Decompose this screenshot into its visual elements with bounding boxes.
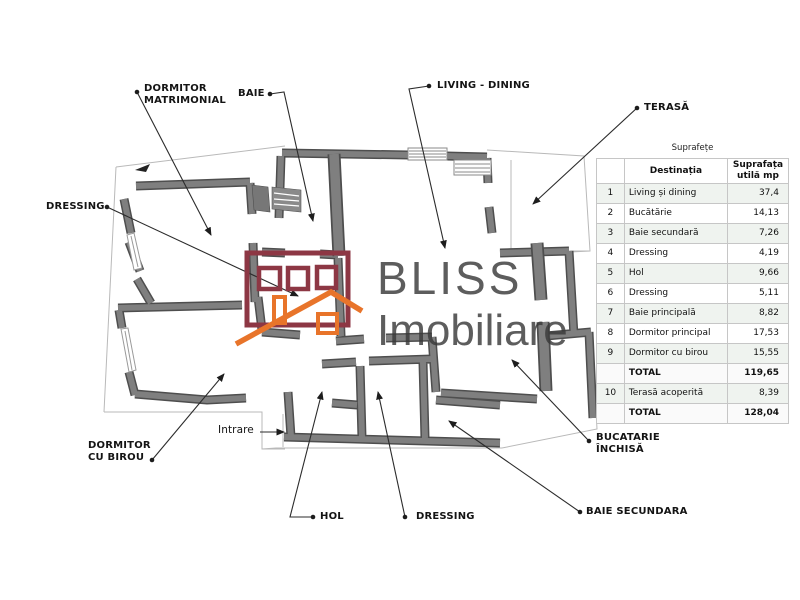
label-dormitor-cu-birou: DORMITOR CU BIROU bbox=[88, 440, 151, 463]
leader-dots bbox=[104, 83, 640, 520]
north-mark-icon bbox=[135, 164, 150, 172]
header-destination: Destinația bbox=[623, 158, 729, 184]
label-dressing-bottom: DRESSING bbox=[416, 511, 475, 522]
label-hol: HOL bbox=[320, 511, 344, 522]
areas-table-header: Destinația Suprafața utilă mp bbox=[596, 158, 789, 184]
label-dressing-left: DRESSING bbox=[46, 201, 105, 212]
label-dormitor-matrimonial: DORMITOR MATRIMONIAL bbox=[144, 83, 227, 106]
watermark: BLISS Imobiliare bbox=[234, 250, 568, 355]
label-baie-secundara: BAIE SECUNDARA bbox=[586, 506, 688, 517]
brand-name-top: BLISS bbox=[377, 252, 522, 304]
areas-table-title: Suprafețe bbox=[671, 143, 714, 153]
label-baie: BAIE bbox=[238, 88, 265, 99]
label-living-dining: LIVING - DINING bbox=[437, 80, 530, 91]
header-area: Suprafața utilă mp bbox=[727, 158, 789, 184]
label-intrare: Intrare bbox=[218, 424, 254, 436]
brand-name-bottom: Imobiliare bbox=[377, 306, 568, 355]
leader-lines bbox=[104, 83, 640, 520]
label-bucatarie-inchisa: BUCATARIE ÎNCHISĂ bbox=[596, 432, 660, 455]
windows-fixtures bbox=[120, 147, 492, 373]
bliss-logo-icon bbox=[234, 250, 364, 347]
areas-panel: Suprafețe Destinația Suprafața utilă mp … bbox=[596, 143, 789, 424]
label-terasa: TERASĂ bbox=[644, 102, 690, 113]
